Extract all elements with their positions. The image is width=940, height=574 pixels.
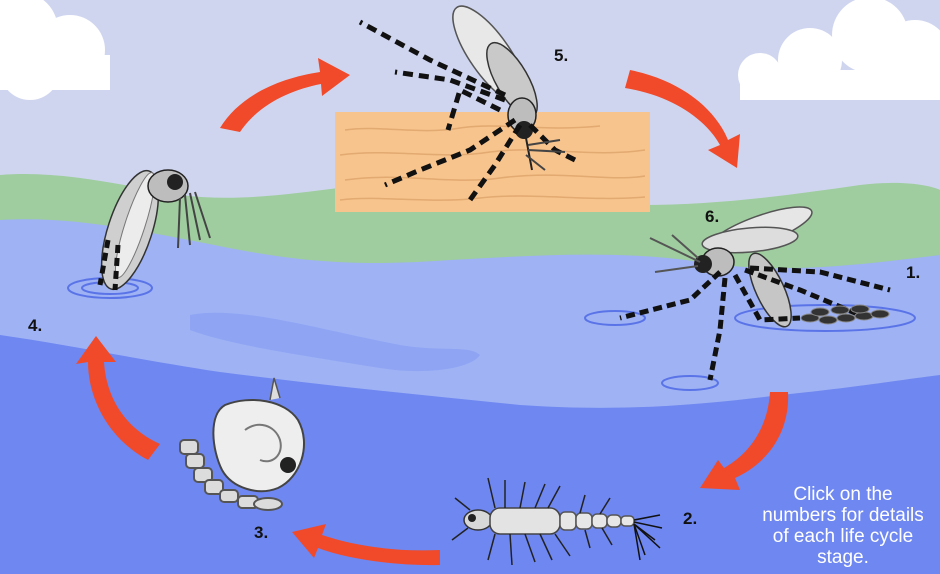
- skin-patch: [335, 112, 650, 212]
- instruction-line-2: numbers for details: [748, 505, 938, 526]
- instruction-text: Click on the numbers for details of each…: [748, 484, 938, 568]
- stage-6-number-adult[interactable]: 6.: [703, 206, 721, 227]
- stage-1-number-eggs[interactable]: 1.: [904, 262, 922, 283]
- instruction-line-4: stage.: [748, 547, 938, 568]
- stage-3-number-pupa[interactable]: 3.: [252, 522, 270, 543]
- stage-5-number-blood-meal[interactable]: 5.: [552, 45, 570, 66]
- stage-2-number-larva[interactable]: 2.: [681, 508, 699, 529]
- stage-4-number-emerging-adult[interactable]: 4.: [26, 315, 44, 336]
- instruction-line-1: Click on the: [748, 484, 938, 505]
- instruction-line-3: of each life cycle: [748, 526, 938, 547]
